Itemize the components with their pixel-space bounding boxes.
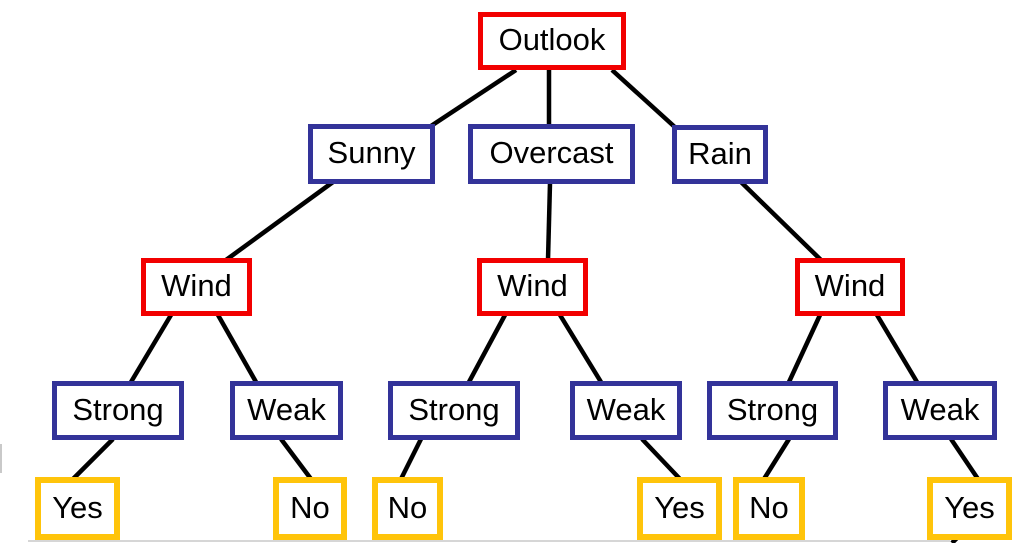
tree-node-strong-mid: Strong	[388, 381, 520, 440]
tree-node-strong-right: Strong	[707, 381, 838, 440]
edge-sunny-wind-left	[224, 180, 335, 262]
edge-wind-right-weak-right	[875, 313, 919, 384]
edge-weak-mid-yes-2	[640, 437, 682, 481]
edge-strong-right-no-3	[762, 437, 791, 481]
edge-outlook-sunny	[429, 68, 518, 128]
tree-node-overcast: Overcast	[468, 124, 635, 184]
tree-node-weak-left: Weak	[230, 381, 343, 440]
tree-node-yes-1: Yes	[35, 477, 120, 540]
tree-node-outlook: Outlook	[478, 12, 626, 70]
edge-wind-left-weak-left	[216, 313, 258, 384]
edge-overcast-wind-mid	[545, 182, 553, 261]
tree-node-rain: Rain	[672, 125, 768, 184]
edge-wind-right-strong-right	[786, 314, 823, 383]
tree-node-yes-3: Yes	[927, 477, 1012, 540]
tree-node-yes-2: Yes	[637, 477, 722, 540]
edge-rain-wind-right	[739, 180, 824, 263]
tree-node-weak-right: Weak	[883, 381, 997, 440]
tree-node-strong-left: Strong	[52, 381, 184, 440]
tree-node-weak-mid: Weak	[570, 381, 682, 440]
edge-wind-mid-weak-mid	[558, 313, 603, 384]
tree-node-no-2: No	[372, 477, 443, 540]
edge-weak-left-no-1	[279, 437, 313, 481]
edge-wind-left-strong-left	[129, 313, 173, 384]
tree-node-sunny: Sunny	[308, 124, 435, 184]
edge-strong-mid-no-2	[398, 437, 424, 481]
tree-node-wind-left: Wind	[141, 258, 252, 316]
tree-node-no-1: No	[273, 477, 347, 540]
tree-node-wind-mid: Wind	[477, 258, 588, 316]
edge-weak-right-yes-3	[949, 437, 980, 481]
tree-node-no-3: No	[733, 477, 805, 540]
edge-wind-mid-strong-mid	[467, 313, 507, 384]
edge-outlook-rain	[610, 68, 679, 131]
tree-node-wind-right: Wind	[795, 258, 905, 316]
edge-strong-left-yes-1	[71, 437, 115, 481]
